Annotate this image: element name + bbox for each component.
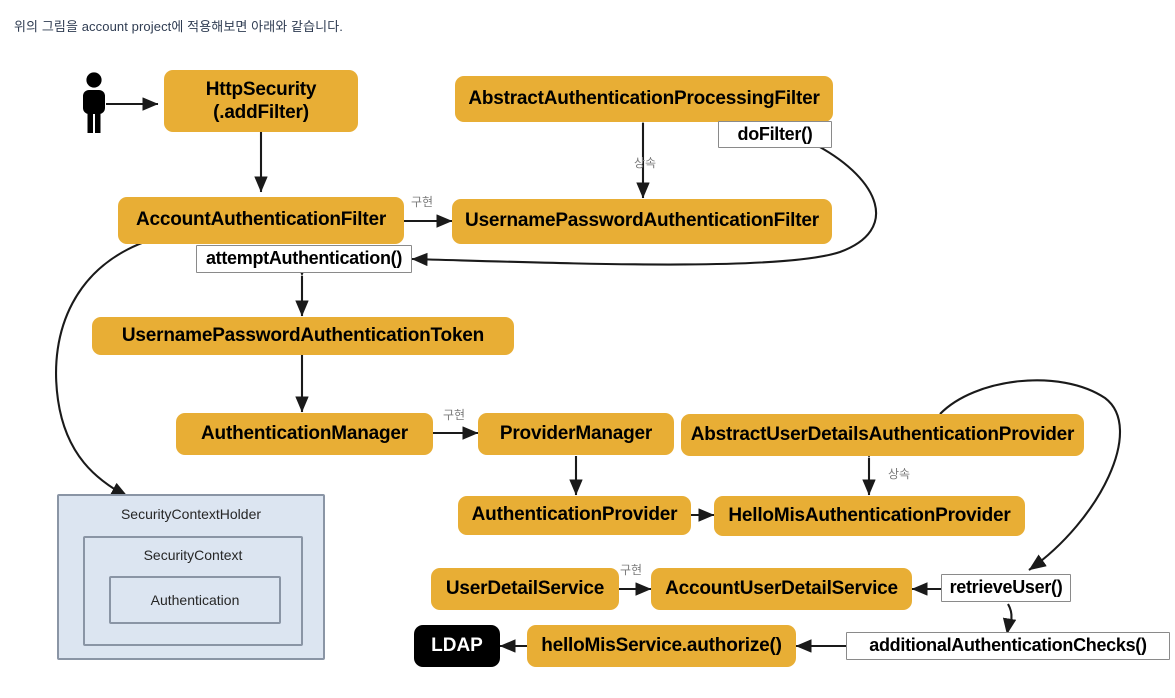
node-authentication-manager[interactable]: AuthenticationManager	[176, 413, 433, 455]
node-username-password-authentication-token[interactable]: UsernamePasswordAuthenticationToken	[92, 317, 514, 355]
person-icon	[83, 72, 105, 133]
node-username-password-authentication-filter[interactable]: UsernamePasswordAuthenticationFilter	[452, 199, 832, 244]
node-account-user-detail-service[interactable]: AccountUserDetailService	[651, 568, 912, 610]
node-provider-manager[interactable]: ProviderManager	[478, 413, 674, 455]
edge-label-implements-filter: 구현	[411, 195, 434, 209]
node-abstract-user-details-authentication-provider[interactable]: AbstractUserDetailsAuthenticationProvide…	[681, 414, 1084, 456]
node-hello-mis-authentication-provider[interactable]: HelloMisAuthenticationProvider	[714, 496, 1025, 536]
security-context-label: SecurityContext	[143, 547, 243, 563]
method-retrieve-user[interactable]: retrieveUser()	[941, 574, 1071, 602]
node-account-authentication-filter[interactable]: AccountAuthenticationFilter	[118, 197, 404, 244]
authentication-label: Authentication	[150, 592, 240, 608]
node-abstract-authentication-processing-filter[interactable]: AbstractAuthenticationProcessingFilter	[455, 76, 833, 122]
edge-label-inherits-provider: 상속	[888, 467, 911, 481]
security-context-holder: SecurityContextHolder SecurityContext Au…	[57, 494, 325, 660]
method-attempt-authentication[interactable]: attemptAuthentication()	[196, 245, 412, 273]
edge-label-inherits-filter: 상속	[634, 156, 657, 170]
page-caption: 위의 그림을 account project에 적용해보면 아래와 같습니다.	[14, 19, 344, 34]
security-context-holder-label: SecurityContextHolder	[120, 506, 262, 522]
node-http-security-line2: (.addFilter)	[213, 102, 309, 123]
node-http-security-line1: HttpSecurity	[205, 78, 317, 100]
node-user-detail-service[interactable]: UserDetailService	[431, 568, 619, 610]
edge-label-implements-service: 구현	[620, 563, 643, 577]
node-ldap[interactable]: LDAP	[414, 625, 500, 667]
node-authentication-provider[interactable]: AuthenticationProvider	[458, 496, 691, 535]
node-hello-mis-service-authorize[interactable]: helloMisService.authorize()	[527, 625, 796, 667]
authentication-box: Authentication	[109, 576, 281, 624]
method-additional-authentication-checks[interactable]: additionalAuthenticationChecks()	[846, 632, 1170, 660]
security-context: SecurityContext Authentication	[83, 536, 303, 646]
node-http-security[interactable]: HttpSecurity (.addFilter)	[164, 70, 358, 132]
edge-label-implements-manager: 구현	[443, 408, 466, 422]
method-do-filter[interactable]: doFilter()	[718, 121, 832, 148]
